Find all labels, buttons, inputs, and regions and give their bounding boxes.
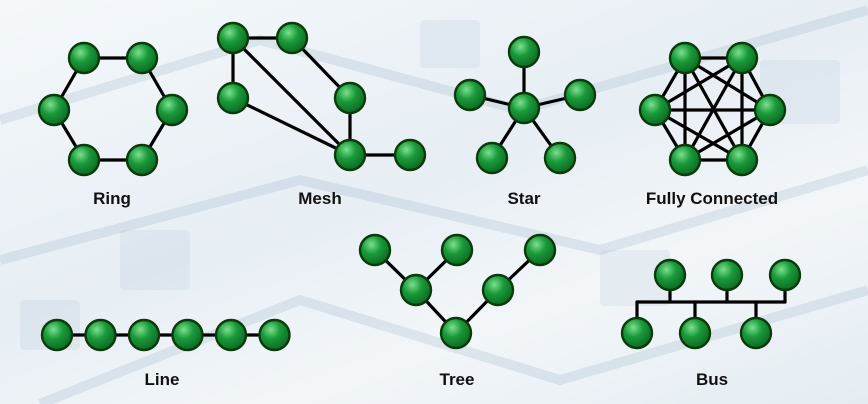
mesh-topology	[216, 21, 427, 172]
star-node	[543, 141, 577, 175]
mesh-node	[333, 81, 367, 115]
star-node	[475, 141, 509, 175]
star-node	[563, 78, 597, 112]
star-node	[507, 35, 541, 69]
tree-node	[481, 273, 515, 307]
fully-connected-node	[668, 41, 702, 75]
mesh-link	[231, 96, 352, 157]
line-node	[40, 318, 74, 352]
bus-topology	[620, 258, 802, 350]
ring-node	[37, 93, 71, 127]
bus-node	[620, 316, 654, 350]
bus-node	[678, 316, 712, 350]
bus-node	[710, 258, 744, 292]
line-label: Line	[145, 370, 180, 389]
tree-node	[523, 233, 557, 267]
tree-node	[440, 233, 474, 267]
ring-node	[125, 143, 159, 177]
line-node	[258, 318, 291, 352]
line-topology	[40, 318, 291, 352]
star-node	[507, 91, 541, 125]
tree-topology	[358, 233, 557, 350]
fully-connected-topology	[638, 41, 787, 177]
ring-node	[67, 41, 101, 75]
ring-topology	[37, 41, 189, 177]
tree-node	[399, 273, 433, 307]
fully-connected-link	[653, 108, 744, 162]
mesh-node	[275, 21, 309, 55]
mesh-node	[393, 138, 427, 172]
bus-node	[739, 316, 773, 350]
line-node	[127, 318, 161, 352]
tree-node	[439, 316, 473, 350]
fully-connected-label: Fully Connected	[646, 189, 778, 208]
fully-connected-node	[725, 41, 759, 75]
line-node	[84, 318, 117, 352]
tree-node	[358, 233, 392, 267]
bus-label: Bus	[696, 370, 728, 389]
ring-node	[125, 41, 159, 75]
mesh-label: Mesh	[298, 189, 341, 208]
fully-connected-node	[638, 93, 672, 127]
mesh-node	[216, 81, 250, 115]
bus-node	[653, 258, 687, 292]
ring-node	[155, 93, 189, 127]
tree-label: Tree	[440, 370, 475, 389]
mesh-link	[231, 36, 352, 157]
bus-node	[768, 258, 802, 292]
line-node	[171, 318, 204, 352]
fully-connected-node	[668, 143, 702, 177]
fully-connected-node	[725, 143, 759, 177]
mesh-node	[333, 138, 367, 172]
ring-label: Ring	[93, 189, 131, 208]
mesh-node	[216, 21, 250, 55]
fully-connected-link	[683, 108, 772, 162]
fully-connected-node	[753, 93, 787, 127]
ring-node	[67, 143, 101, 177]
line-node	[214, 318, 248, 352]
star-label: Star	[507, 189, 540, 208]
star-node	[453, 78, 487, 112]
fully-connected-link	[653, 56, 744, 112]
star-topology	[453, 35, 597, 175]
